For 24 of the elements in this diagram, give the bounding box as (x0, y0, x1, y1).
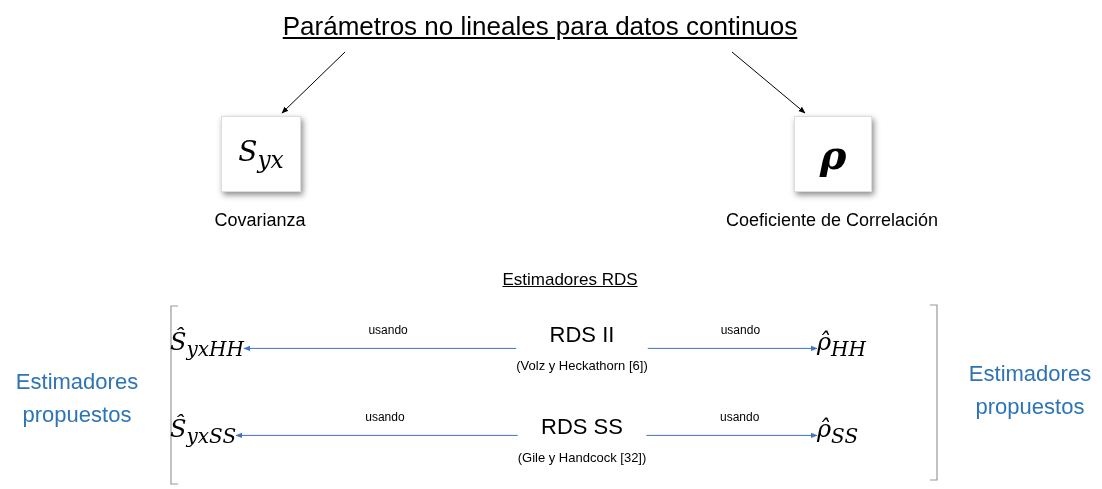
group-label: Estimadores propuestos (14, 368, 140, 429)
arrow (243, 345, 517, 352)
estimator-symbol: ρ̂$_{HH}$ (817, 328, 866, 361)
estimator-symbol: Ŝ$_{yxHH}$ (170, 328, 244, 361)
method-name: RDS SS (541, 414, 623, 440)
arrow (235, 432, 519, 439)
caption-text: Covarianza (214, 210, 306, 231)
method-name: RDS II (549, 322, 615, 348)
math-symbol: S$_{yx}$ (238, 134, 284, 174)
arrow (281, 51, 346, 114)
symbol-box (794, 116, 872, 192)
arrow (645, 432, 818, 439)
arrow (647, 345, 818, 352)
arrow (731, 51, 806, 114)
estimator-symbol: ρ̂$_{SS}$ (817, 415, 859, 448)
citation-text: (Volz y Heckathorn [6]) (516, 358, 648, 373)
caption-text: Coeficiente de Correlación (725, 210, 939, 231)
citation-text: (Gile y Handcock [32]) (517, 450, 647, 465)
group-label: Estimadores propuestos (967, 360, 1093, 421)
estimator-symbol: Ŝ$_{yxSS}$ (170, 415, 237, 448)
section-heading: Estimadores RDS (502, 270, 638, 290)
title-text: Parámetros no lineales para datos continuos (282, 10, 798, 42)
math-symbol: ρ (819, 130, 847, 178)
symbol-box (221, 116, 301, 192)
